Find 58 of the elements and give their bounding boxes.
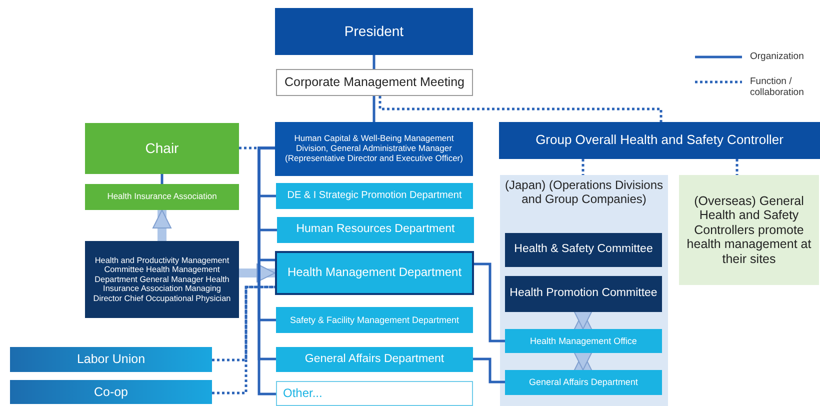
department-box	[276, 307, 473, 333]
box-label: General Affairs Department	[528, 377, 639, 388]
legend-label: Function / collaboration	[750, 76, 805, 99]
overseas-panel	[679, 175, 819, 285]
box-label: General Affairs Department	[304, 352, 446, 366]
connector-line	[372, 96, 376, 122]
committee-box	[505, 276, 662, 312]
box-label: Health Insurance Association	[106, 192, 218, 202]
box-label: Labor Union	[76, 352, 146, 367]
block-arrow	[574, 352, 592, 372]
box-label: Safety & Facility Management Department	[288, 314, 460, 326]
block-arrow	[574, 310, 592, 330]
box-label: (Japan) (Operations Divisions and Group Companies)	[504, 179, 664, 207]
box-label: Other...	[282, 386, 324, 400]
group-panel	[500, 175, 668, 406]
department-box	[276, 347, 473, 372]
box-label: President	[343, 23, 405, 40]
org-box	[10, 380, 212, 404]
box-label: Human Capital & Well-Being Management Division, General Administrative Manager (Representative Director and Executive Officer)	[284, 134, 464, 164]
dotted-connector	[582, 159, 584, 175]
block-arrow	[152, 210, 172, 241]
department-box	[276, 183, 473, 209]
dotted-connector	[736, 159, 738, 175]
box-label: Health & Safety Committee	[513, 243, 654, 257]
division-box	[275, 122, 473, 176]
committee-box	[505, 233, 662, 267]
legend-label: Organization	[750, 51, 805, 62]
connector-line	[160, 174, 164, 184]
connector-line	[372, 55, 376, 69]
dotted-connector	[212, 286, 275, 362]
box-label: Group Overall Health and Safety Controller	[534, 133, 784, 148]
connector-line	[473, 358, 505, 384]
box-label: Human Resources Department	[295, 223, 456, 237]
controller-box	[499, 122, 820, 159]
block-arrow	[239, 264, 276, 282]
box-label: Corporate Management Meeting	[284, 75, 466, 90]
box-label: Health Management Office	[529, 336, 638, 346]
connector-line	[474, 262, 505, 342]
department-box	[276, 381, 473, 406]
department-box	[275, 251, 474, 295]
dotted-connector	[212, 286, 275, 394]
box-label: Co-op	[92, 384, 130, 400]
box-label: Health and Productivity Management Committee Health Management Department General Manager Health Insurance Association Managing Director Chief Occupational Physician	[92, 256, 232, 304]
meeting-box	[276, 69, 473, 96]
committee-box	[85, 241, 239, 318]
box-label: (Overseas) General Health and Safety Controllers promote health management at their sites	[686, 194, 812, 266]
department-box	[277, 217, 474, 243]
role-box	[275, 8, 473, 55]
department-box	[505, 370, 662, 395]
office-box	[505, 329, 662, 353]
box-label: DE & I Strategic Promotion Department	[286, 190, 463, 202]
role-box	[85, 123, 239, 174]
org-box	[10, 347, 212, 372]
box-label: Health Promotion Committee	[508, 287, 658, 301]
box-label: Chair	[144, 140, 180, 157]
org-box	[85, 184, 239, 210]
box-label: Health Management Department	[286, 266, 463, 280]
dotted-connector	[378, 96, 662, 122]
